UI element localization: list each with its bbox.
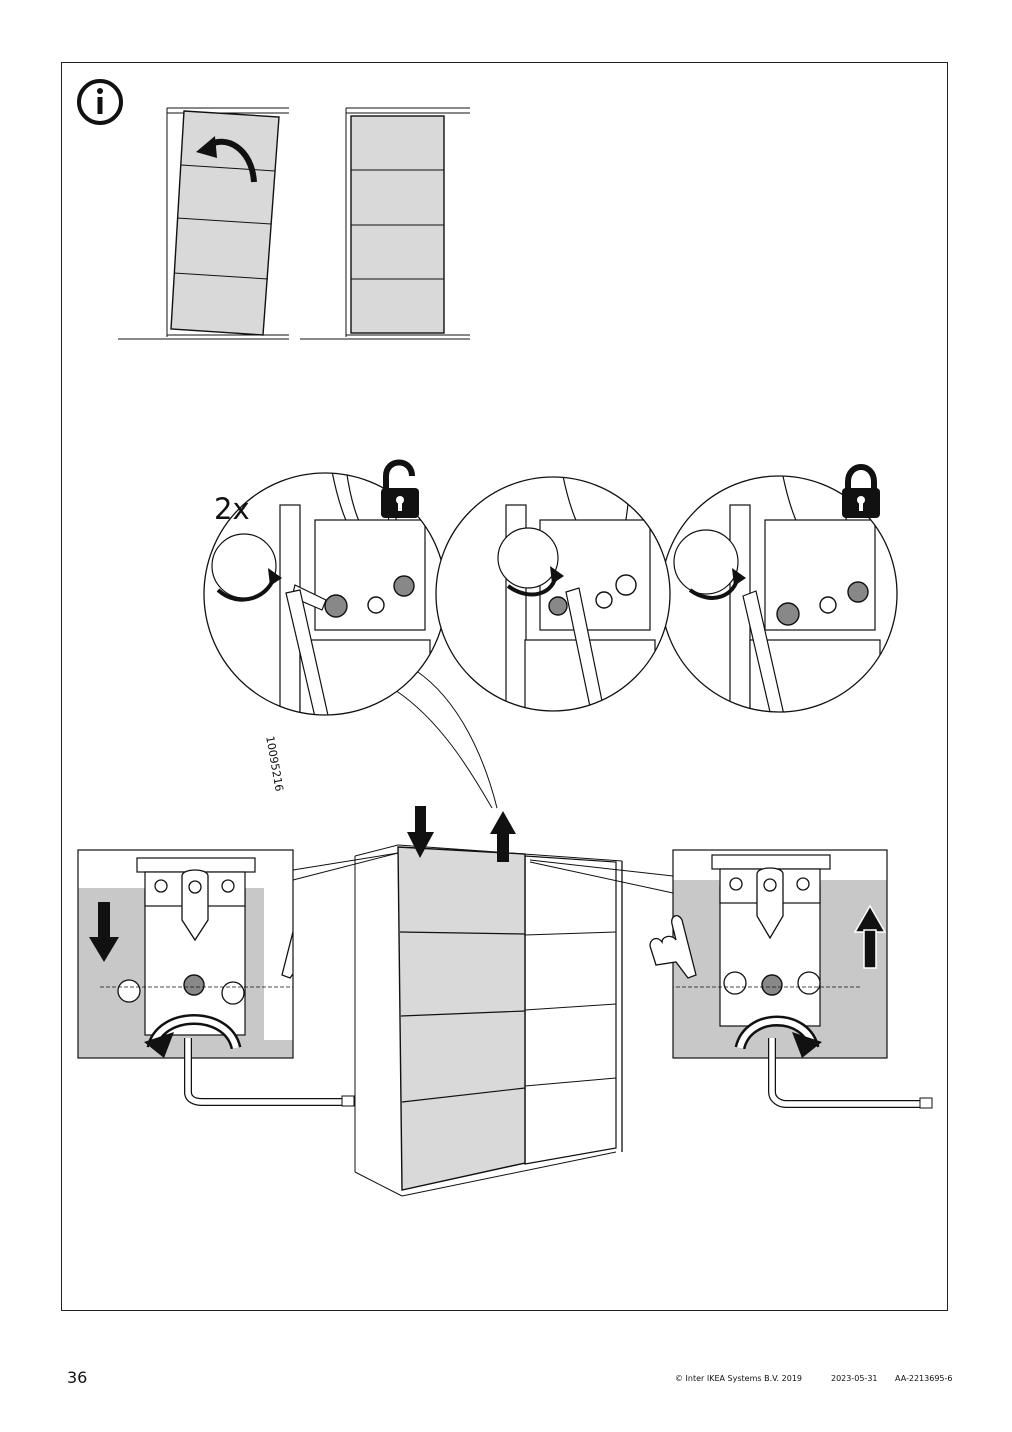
pointing-hand-icon [649,915,697,979]
info-icon [77,79,123,125]
arrow-up-icon [490,811,516,862]
detail-box-lower [77,849,355,1107]
date-text: 2023-05-31 [831,1374,878,1383]
detail-circle-adjust [435,476,671,712]
wardrobe [292,806,674,1197]
detail-circle-lock [660,475,898,713]
detail-box-raise [649,849,933,1109]
detail-circle-unlock [203,472,447,716]
lock-icon [842,464,880,518]
instruction-frame [61,62,948,1311]
copyright-text: © Inter IKEA Systems B.V. 2019 [675,1374,802,1383]
document-id: AA-2213695-6 [895,1374,953,1383]
rotate-arrow-icon [196,136,217,158]
hex-key-icon [285,589,339,715]
page-number: 36 [67,1368,88,1387]
quantity-label: 2x [214,492,250,526]
pointing-hand-icon [281,929,293,979]
aligned-door-panel [300,107,470,340]
arrow-down-icon [407,806,434,858]
tilted-door-panel [118,107,289,340]
unlock-icon [381,459,419,518]
